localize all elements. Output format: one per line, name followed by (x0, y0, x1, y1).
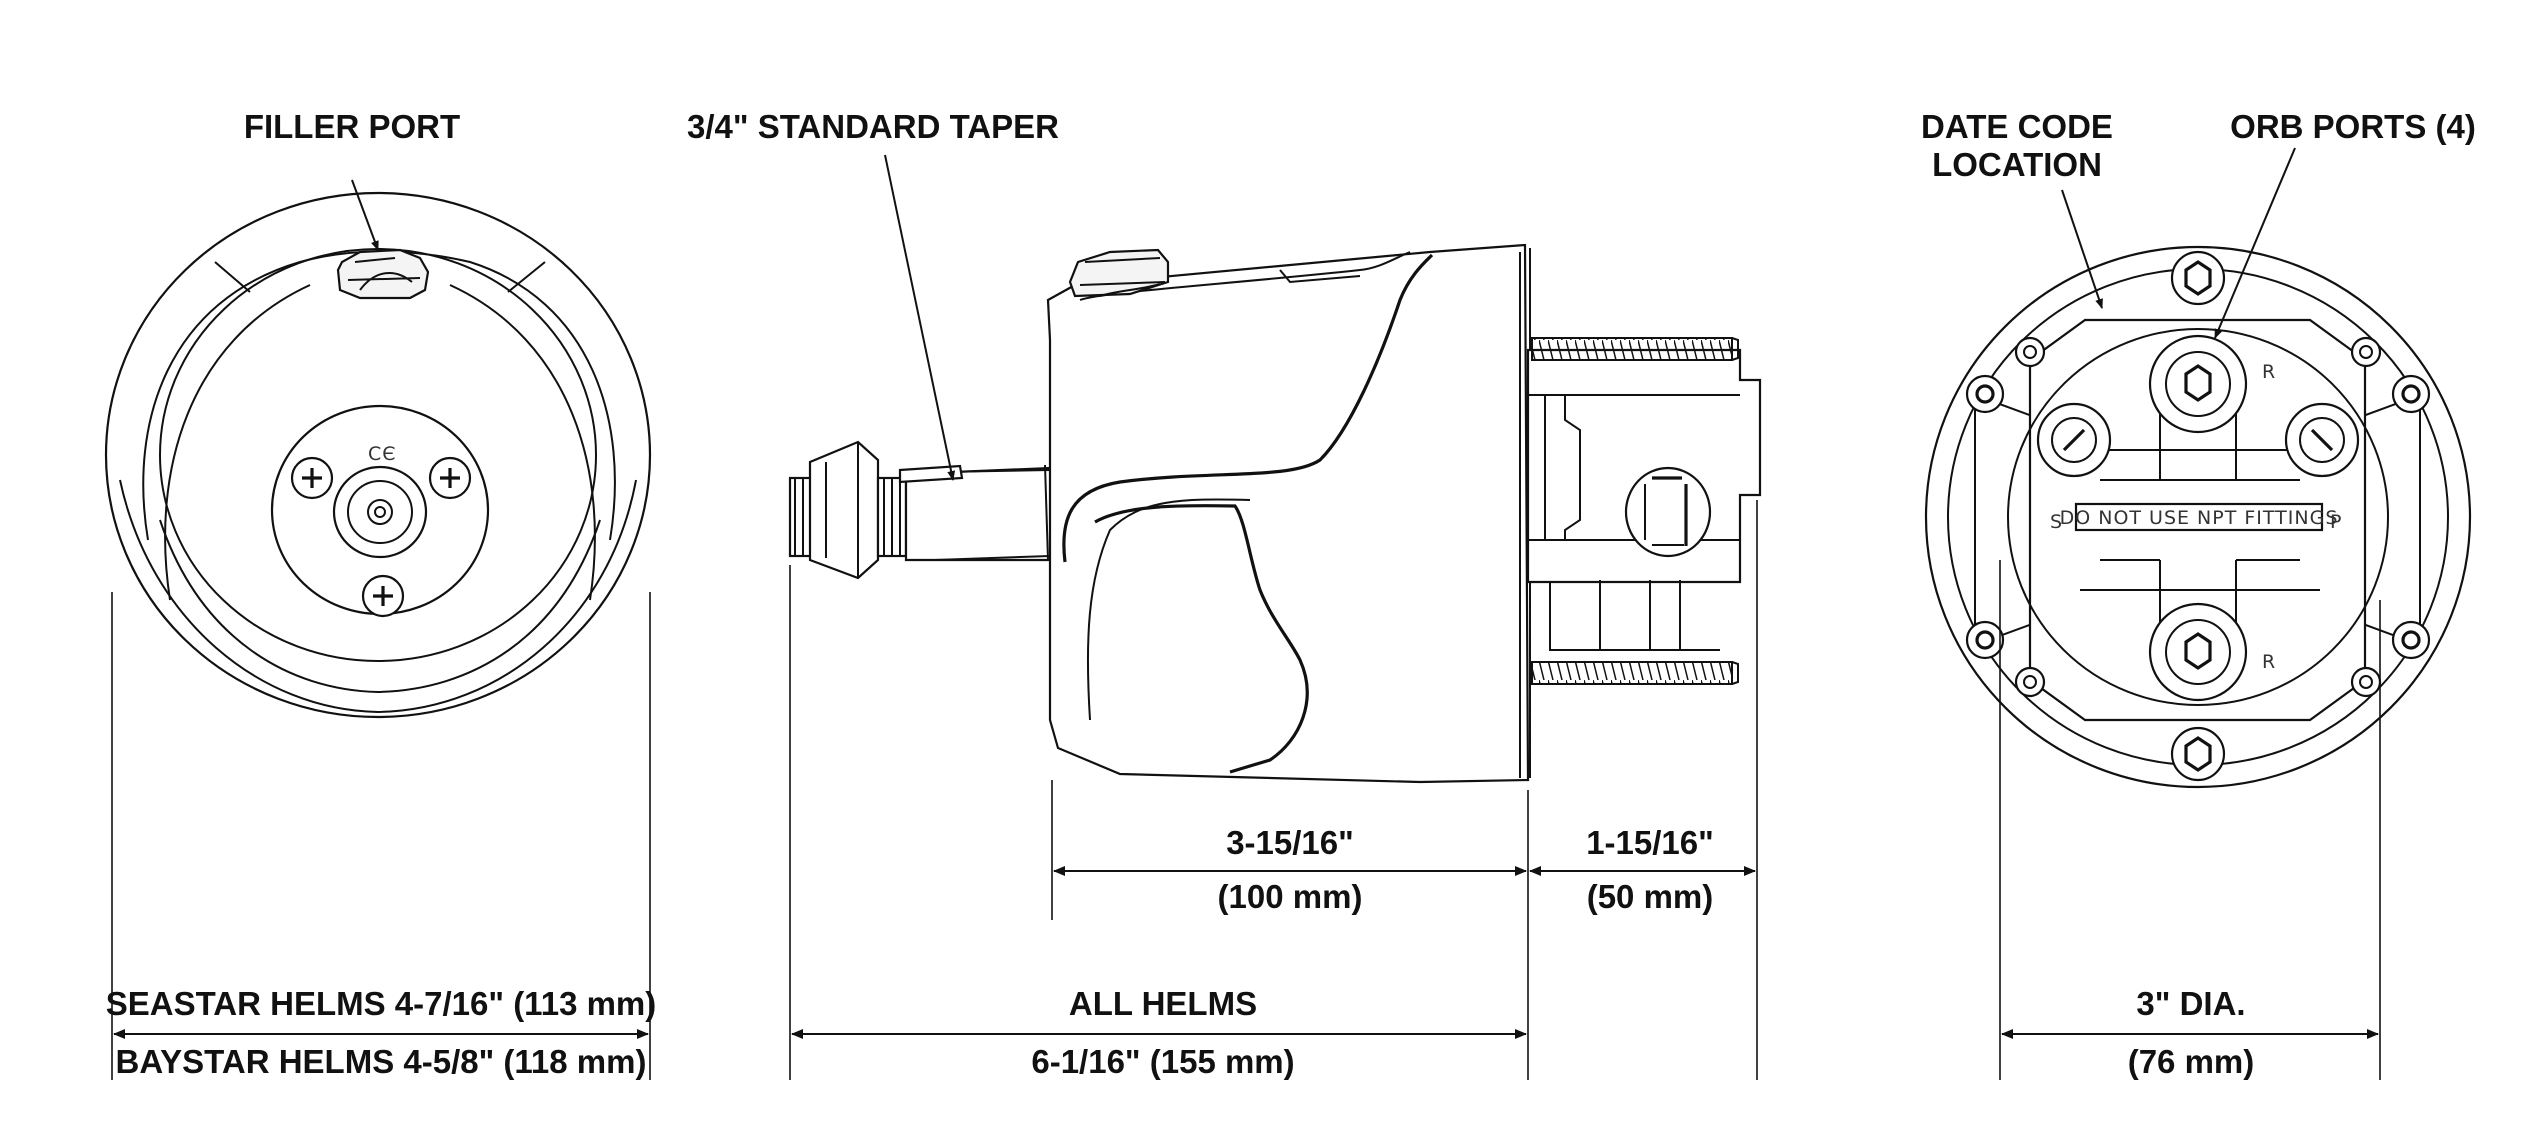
mounting-bolt-icon (2391, 374, 2431, 414)
dimension-body-length (1051, 780, 1529, 1080)
mounting-bolt-icon (2014, 666, 2046, 698)
diameter-mm-dimension: (76 mm) (2128, 1043, 2255, 1080)
standard-taper-label: 3/4" STANDARD TAPER (687, 108, 1059, 145)
diameter-dimension: 3" DIA. (2136, 985, 2245, 1022)
dimension-front-width (111, 592, 651, 1080)
orb-port-icon (2036, 402, 2112, 478)
port-p-label: P (2330, 511, 2342, 533)
mounting-bolt-icon (2350, 666, 2382, 698)
threaded-stud (1531, 337, 1739, 361)
orb-port-icon (2284, 402, 2360, 478)
rear-length-mm-dimension: (50 mm) (1587, 878, 1714, 915)
filler-port-label: FILLER PORT (244, 108, 460, 145)
hub-screw-icon (290, 456, 334, 500)
orb-ports-label: ORB PORTS (4) (2230, 108, 2476, 145)
hub-screw-icon (361, 574, 405, 618)
side-port-icon (1624, 466, 1712, 558)
port-r-bottom-label: R (2262, 651, 2276, 673)
body-length-mm-dimension: (100 mm) (1218, 878, 1363, 915)
side-view (788, 154, 1762, 784)
front-view: CЄ (104, 179, 652, 719)
mounting-bolt-icon (2014, 336, 2046, 368)
overall-length-dimension: 6-1/16" (155 mm) (1031, 1043, 1294, 1080)
mounting-bolt-icon (2391, 620, 2431, 660)
seastar-dimension: SEASTAR HELMS 4-7/16" (113 mm) (106, 985, 657, 1022)
rear-view: DO NOT USE NPT FITTINGS S P R R (1924, 147, 2472, 789)
orb-port-icon (2148, 602, 2248, 702)
dimension-rear-diameter (1999, 560, 2381, 1080)
all-helms-label: ALL HELMS (1069, 985, 1257, 1022)
mounting-bolt-icon (2350, 336, 2382, 368)
hub-screw-icon (428, 456, 472, 500)
orb-port-icon (2148, 334, 2248, 434)
rear-length-dimension: 1-15/16" (1586, 824, 1714, 861)
port-s-label: S (2050, 511, 2063, 533)
ce-mark: CЄ (368, 443, 397, 465)
date-code-label-line2: LOCATION (1932, 146, 2102, 183)
mounting-bolt-icon (2170, 250, 2226, 306)
filler-cap-icon (336, 248, 430, 300)
mounting-bolt-icon (1965, 374, 2005, 414)
side-filler-cap-icon (1068, 248, 1170, 298)
threaded-stud (1531, 661, 1739, 685)
shaft-nut (788, 440, 908, 580)
date-code-label-line1: DATE CODE (1921, 108, 2113, 145)
dimension-overall-length (789, 565, 1527, 1080)
baystar-dimension: BAYSTAR HELMS 4-5/8" (118 mm) (116, 1043, 647, 1080)
mounting-bolt-icon (1965, 620, 2005, 660)
body-length-dimension: 3-15/16" (1226, 824, 1354, 861)
mounting-bolt-icon (2170, 726, 2226, 782)
fittings-warning: DO NOT USE NPT FITTINGS (2060, 507, 2339, 529)
dimension-rear-length (1529, 500, 1758, 1080)
port-r-top-label: R (2262, 361, 2276, 383)
